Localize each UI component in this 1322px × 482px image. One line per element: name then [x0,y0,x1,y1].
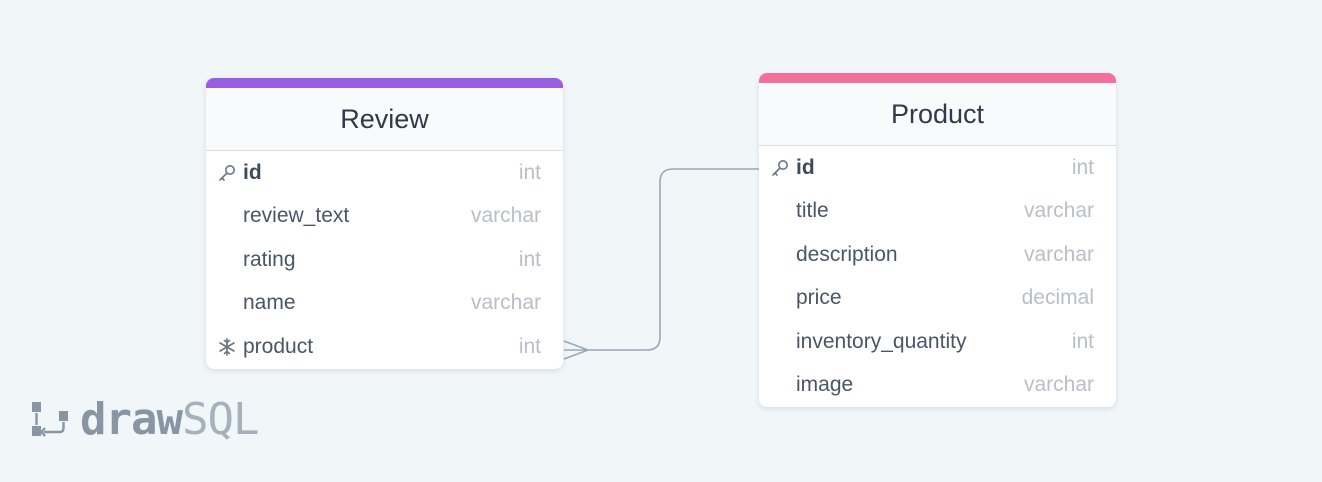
column-type: varchar [470,204,541,228]
column-type: int [1071,329,1094,353]
column-name: product [243,334,314,358]
column-row-title[interactable]: title varchar [759,190,1116,234]
column-row-rating[interactable]: rating int [206,238,563,282]
drawsql-logo-icon [32,402,68,437]
column-row-description[interactable]: description varchar [759,233,1116,277]
relationship-line [564,168,759,351]
column-name: review_text [243,204,350,228]
column-type: varchar [1023,242,1094,266]
column-row-id[interactable]: id int [759,146,1116,190]
column-name: description [796,242,898,266]
column-type: decimal [1021,286,1094,310]
column-type: int [518,247,541,271]
column-name: price [796,286,842,310]
column-name: name [243,291,296,315]
column-row-name[interactable]: name varchar [206,282,563,326]
column-row-price[interactable]: price decimal [759,277,1116,321]
column-name: rating [243,247,296,271]
column-name: id [796,155,815,179]
key-icon [770,158,790,178]
table-accent-bar [759,73,1116,83]
column-type: int [518,334,541,358]
column-type: varchar [1023,373,1094,397]
column-row-id[interactable]: id int [206,151,563,195]
table-title[interactable]: Product [759,83,1116,146]
table-title[interactable]: Review [206,88,563,151]
table-accent-bar [206,78,563,88]
column-name: inventory_quantity [796,329,967,353]
column-type: varchar [1023,199,1094,223]
snowflake-icon [217,337,237,357]
column-name: id [243,160,262,184]
column-name: image [796,373,854,397]
column-name: title [796,199,829,223]
logo-text-draw: draw [80,393,183,445]
key-icon [217,163,237,183]
column-row-image[interactable]: image varchar [759,364,1116,408]
column-type: varchar [470,291,541,315]
crows-foot-marker [563,340,589,360]
column-type: int [518,160,541,184]
logo-text-sql: SQL [181,393,259,445]
column-row-inventory-quantity[interactable]: inventory_quantity int [759,320,1116,364]
table-review[interactable]: Review id int review_text varchar rating… [206,78,563,369]
column-row-product[interactable]: product int [206,325,563,369]
table-product[interactable]: Product id int title varchar description… [759,73,1116,407]
column-type: int [1071,155,1094,179]
column-row-review-text[interactable]: review_text varchar [206,195,563,239]
